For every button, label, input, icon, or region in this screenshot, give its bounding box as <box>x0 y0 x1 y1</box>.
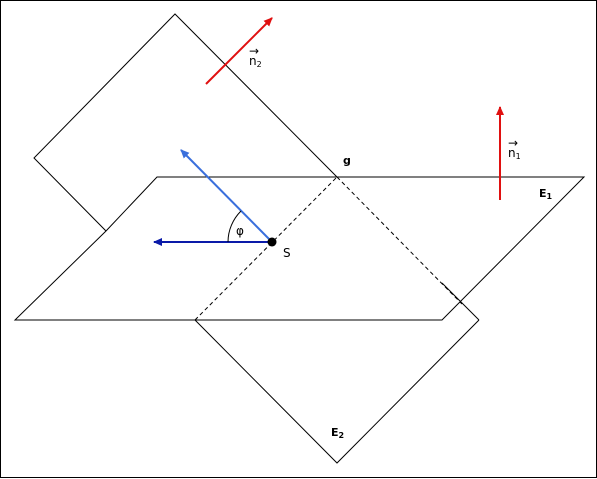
normal-vector-n2 <box>205 17 273 85</box>
plane-e1-outline <box>13 176 586 321</box>
plane-e2-hidden-edge <box>336 176 463 305</box>
label-e1: E1 <box>539 187 553 201</box>
plane-e2-outline <box>33 13 480 464</box>
label-n2-arrow: → <box>249 44 259 58</box>
label-s: S <box>283 246 291 260</box>
plane-e2-edge-right <box>441 282 480 321</box>
label-e2: E2 <box>331 426 344 440</box>
direction-vector-e2 <box>180 149 273 243</box>
label-n1-arrow: → <box>508 136 518 150</box>
angle-arc-phi <box>227 210 242 243</box>
intersection-line-g-hidden <box>194 176 338 321</box>
label-n2: n2 <box>249 54 262 69</box>
label-phi: φ <box>236 224 244 238</box>
point-s <box>267 237 277 247</box>
label-n1: n1 <box>508 146 521 161</box>
label-g: g <box>343 154 351 167</box>
